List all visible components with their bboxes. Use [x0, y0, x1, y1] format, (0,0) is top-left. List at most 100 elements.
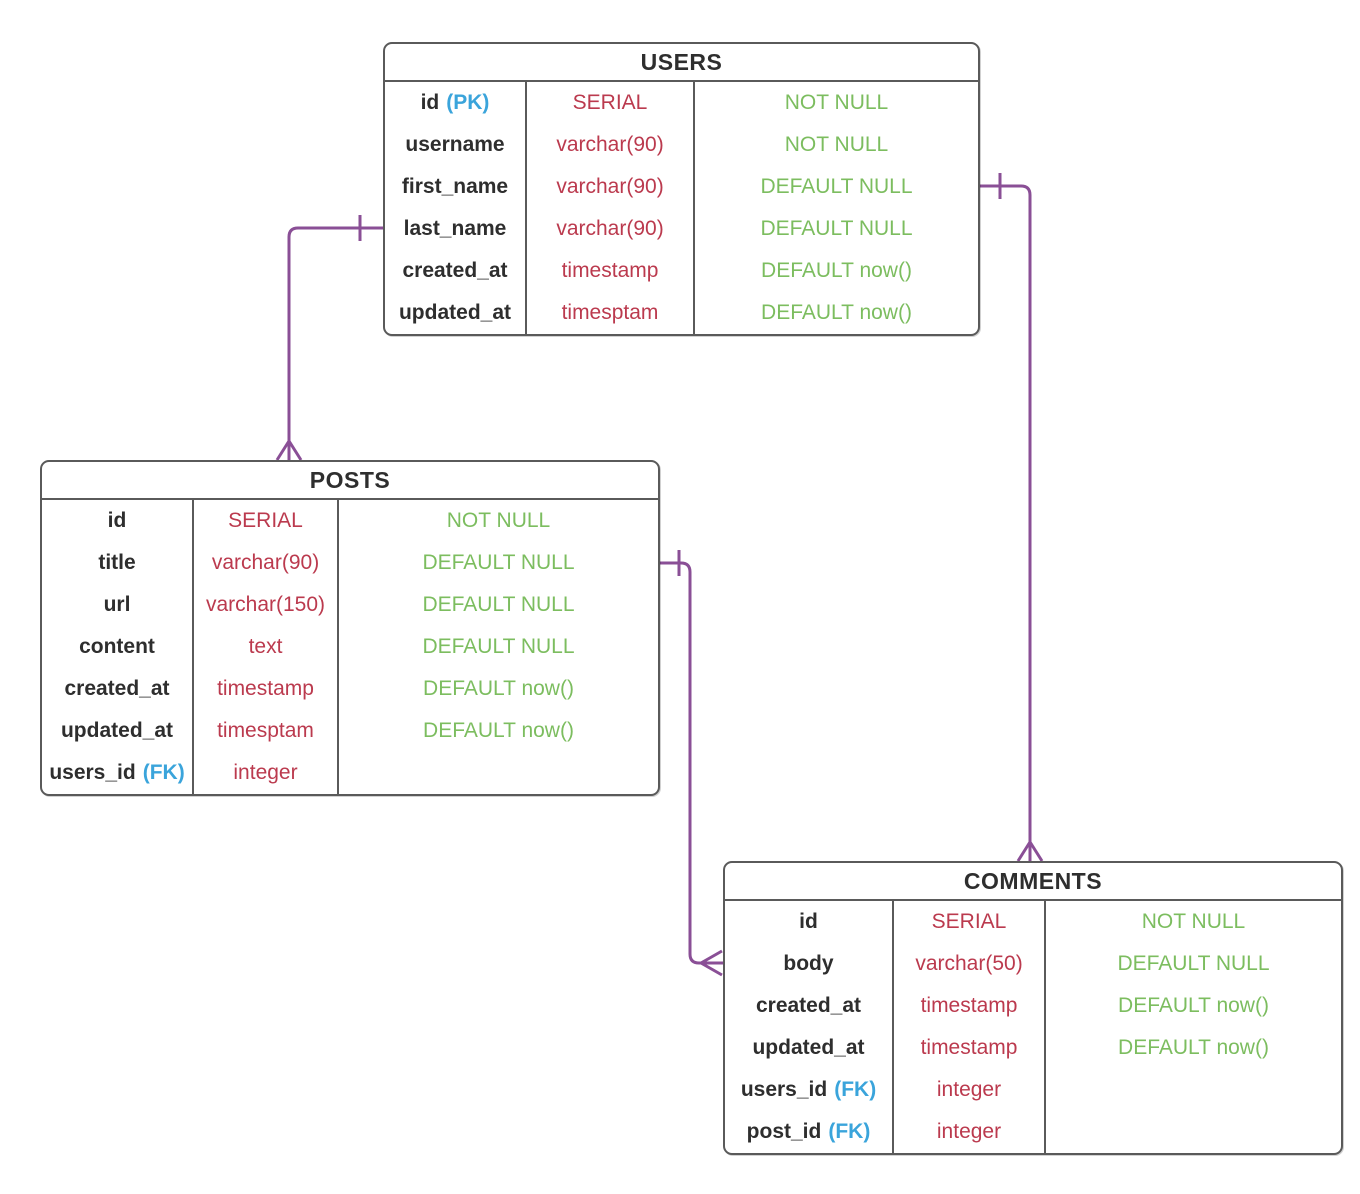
field-name: body	[783, 952, 834, 975]
field-cell: content	[42, 626, 194, 668]
table-row: created_at timestamp DEFAULT now()	[725, 985, 1341, 1027]
table-row: post_id (FK) integer	[725, 1111, 1341, 1153]
field-cell: last_name	[385, 208, 527, 250]
field-cell: title	[42, 542, 194, 584]
field-cell: id	[42, 500, 194, 542]
field-constraint: DEFAULT NULL	[422, 593, 575, 616]
field-name: created_at	[64, 677, 170, 700]
field-type: SERIAL	[894, 901, 1046, 943]
field-type: integer	[894, 1111, 1046, 1153]
field-type: SERIAL	[194, 500, 339, 542]
cardinality-many-crowfoot	[1016, 841, 1044, 862]
field-cell: created_at	[725, 985, 894, 1027]
field-name: users_id	[49, 761, 136, 784]
field-type: varchar(90)	[527, 166, 695, 208]
field-name: content	[79, 635, 155, 658]
table-title: USERS	[385, 44, 978, 82]
relation-users-posts	[275, 215, 383, 461]
field-type: timestamp	[527, 250, 695, 292]
field-name: created_at	[755, 994, 862, 1017]
field-constraint	[1046, 1111, 1341, 1153]
field-constraint: DEFAULT NULL	[422, 551, 575, 574]
field-constraint: NOT NULL	[1141, 910, 1246, 933]
field-name: users_id	[740, 1078, 828, 1101]
table-row: users_id(FK)integer	[42, 752, 658, 794]
field-constraint	[1046, 1069, 1341, 1111]
key-badge: (FK)	[834, 1078, 877, 1101]
field-type: varchar(90)	[527, 208, 695, 250]
field-type: SERIAL	[527, 82, 695, 124]
field-type: timesptam	[194, 710, 339, 752]
field-name: id	[420, 91, 440, 114]
relation-line	[980, 184, 1032, 842]
field-cell: first_name	[385, 166, 527, 208]
field-constraint: DEFAULT NULL	[760, 217, 913, 240]
field-cell: updated_at	[42, 710, 194, 752]
relation-posts-comments	[660, 550, 724, 977]
field-cell: updated_at	[725, 1027, 894, 1069]
relation-line	[287, 226, 383, 441]
field-name: first_name	[401, 175, 509, 198]
field-cell: users_id(FK)	[42, 752, 194, 794]
field-type: timestamp	[894, 985, 1046, 1027]
field-constraint: DEFAULT now()	[1118, 1036, 1269, 1059]
field-name: url	[103, 593, 131, 616]
field-type: timestamp	[894, 1027, 1046, 1069]
field-name: post_id	[746, 1120, 822, 1143]
field-constraint: DEFAULT now()	[423, 719, 574, 742]
field-type: timestamp	[194, 668, 339, 710]
field-constraint: DEFAULT now()	[1118, 994, 1269, 1017]
field-cell: username	[385, 124, 527, 166]
field-type: varchar(90)	[527, 124, 695, 166]
field-cell: id (PK)	[385, 82, 527, 124]
table-row: users_id(FK)integer	[725, 1069, 1341, 1111]
table-row: id (PK) SERIAL NOT NULL	[385, 82, 978, 124]
field-cell: url	[42, 584, 194, 626]
field-constraint: DEFAULT now()	[761, 259, 912, 282]
field-cell: created_at	[385, 250, 527, 292]
field-type: timesptam	[527, 292, 695, 334]
field-constraint: DEFAULT NULL	[760, 175, 913, 198]
table-title: POSTS	[42, 462, 658, 500]
table-row: created_at timestamp DEFAULT now()	[42, 668, 658, 710]
field-constraint: NOT NULL	[784, 91, 889, 114]
field-cell: created_at	[42, 668, 194, 710]
field-constraint	[339, 752, 658, 794]
field-name: updated_at	[60, 719, 173, 742]
field-name: updated_at	[398, 301, 511, 324]
key-badge: (PK)	[446, 91, 490, 114]
cardinality-many-crowfoot	[700, 949, 724, 977]
field-name: title	[98, 551, 136, 574]
cardinality-many-crowfoot	[275, 440, 303, 461]
table-row: updated_at timesptam DEFAULT now()	[42, 710, 658, 752]
table-row: content text DEFAULT NULL	[42, 626, 658, 668]
field-constraint: DEFAULT now()	[423, 677, 574, 700]
key-badge: (FK)	[828, 1120, 871, 1143]
field-type: integer	[194, 752, 339, 794]
field-cell: body	[725, 943, 894, 985]
field-type: text	[194, 626, 339, 668]
field-cell: id	[725, 901, 894, 943]
field-constraint: NOT NULL	[446, 509, 551, 532]
relation-line	[660, 561, 701, 965]
field-constraint: NOT NULL	[784, 133, 889, 156]
field-constraint: DEFAULT NULL	[422, 635, 575, 658]
relation-users-comments	[980, 173, 1044, 862]
field-cell: post_id (FK)	[725, 1111, 894, 1153]
field-constraint: DEFAULT NULL	[1117, 952, 1270, 975]
field-cell: users_id (FK)	[725, 1069, 894, 1111]
